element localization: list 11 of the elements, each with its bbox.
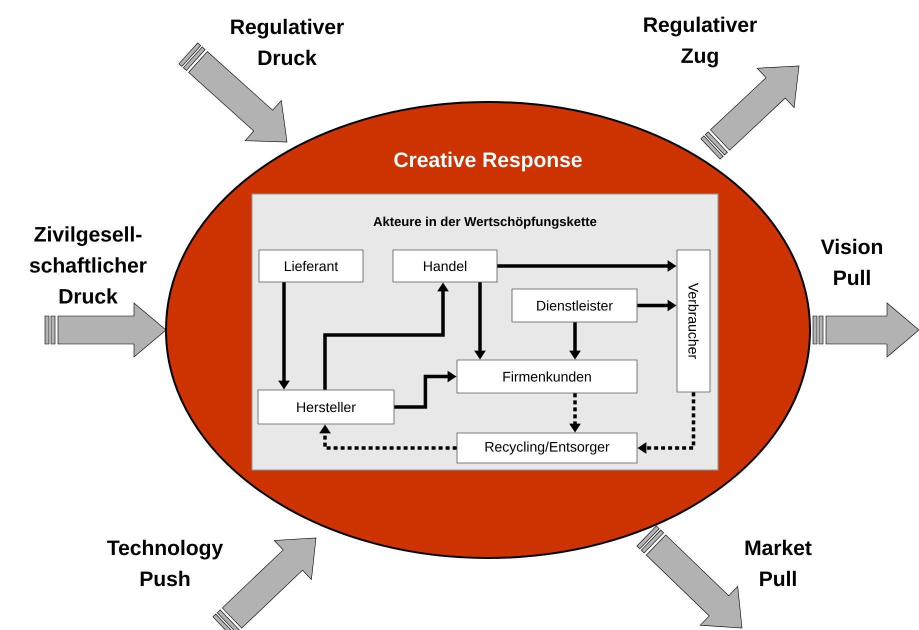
actor-box: Lieferant	[258, 250, 364, 282]
force-label: Vision Pull	[820, 238, 882, 286]
actor-box: Dienstleister	[512, 288, 638, 322]
force-label: Regulativer Zug	[644, 16, 757, 68]
actor-box: Recycling/Entsorger	[456, 432, 638, 464]
actor-box: Hersteller	[258, 390, 394, 424]
force-label: Regulativer Druck	[231, 18, 344, 66]
actor-box: Firmenkunden	[456, 360, 638, 394]
actor-box: Verbraucher	[676, 250, 710, 392]
force-label: Zivilgesell-schaftlicher Druck	[30, 226, 147, 304]
actor-box: Handel	[392, 250, 498, 282]
